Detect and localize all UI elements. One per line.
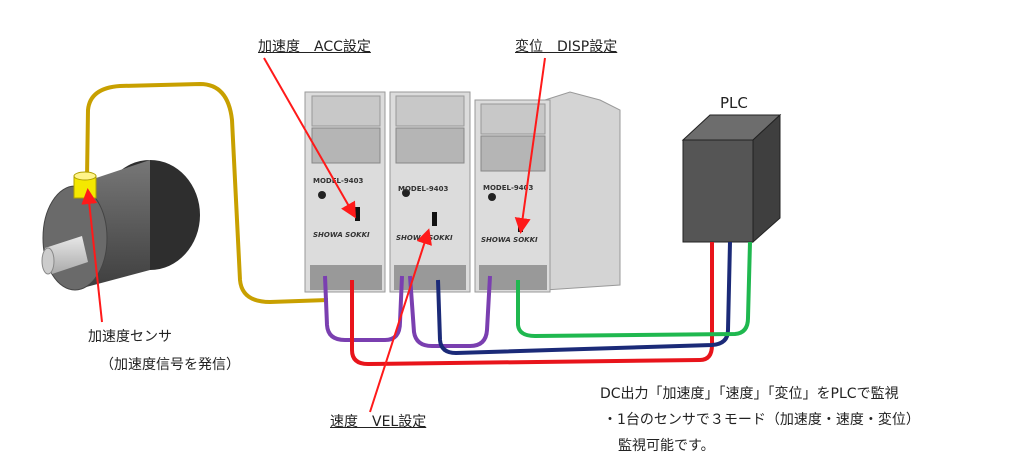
svg-text:MODEL-9403: MODEL-9403 <box>313 177 363 185</box>
module-vel: MODEL-9403 SHOWA SOKKI <box>389 91 471 293</box>
module-disp: MODEL-9403 SHOWA SOKKI <box>474 91 621 293</box>
svg-text:MODEL-9403: MODEL-9403 <box>398 185 448 193</box>
svg-text:SHOWA SOKKI: SHOWA SOKKI <box>313 231 370 239</box>
arrow-vel <box>369 228 432 413</box>
wire-green <box>516 241 752 339</box>
description-line-2: ・1台のセンサで３モード（加速度・速度・変位） <box>603 412 920 428</box>
label-sensor-note: （加速度信号を発信） <box>100 357 240 373</box>
arrow-sensor <box>81 188 103 323</box>
wire-purple-1 <box>323 275 404 342</box>
wire-red <box>350 242 714 367</box>
sensor-cable <box>85 81 329 305</box>
label-plc: PLC <box>720 94 748 112</box>
label-sensor: 加速度センサ <box>88 329 172 345</box>
arrow-acc <box>263 57 356 219</box>
description-line-3: 監視可能です。 <box>618 438 715 454</box>
arrow-disp <box>514 57 546 234</box>
label-vel: 速度 VEL設定 <box>330 414 427 430</box>
label-acc: 加速度 ACC設定 <box>258 39 371 55</box>
module-acc: MODEL-9403 SHOWA SOKKI <box>304 91 386 293</box>
description-line-1: DC出力「加速度」「速度」「変位」をPLCで監視 <box>600 386 899 402</box>
motor <box>41 160 200 291</box>
wire-purple-2 <box>408 275 492 348</box>
svg-text:SHOWA SOKKI: SHOWA SOKKI <box>481 236 538 244</box>
label-disp: 変位 DISP設定 <box>515 39 618 55</box>
plc-box <box>681 113 782 244</box>
svg-text:MODEL-9403: MODEL-9403 <box>483 184 533 192</box>
